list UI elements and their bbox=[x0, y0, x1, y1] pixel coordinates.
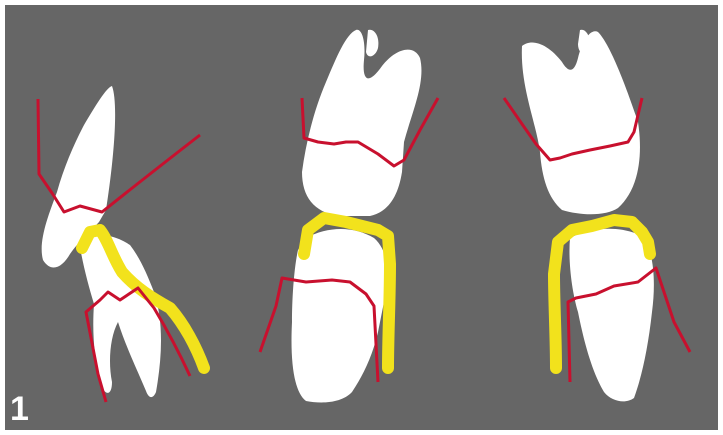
figure-number-label: 1 bbox=[10, 392, 29, 426]
